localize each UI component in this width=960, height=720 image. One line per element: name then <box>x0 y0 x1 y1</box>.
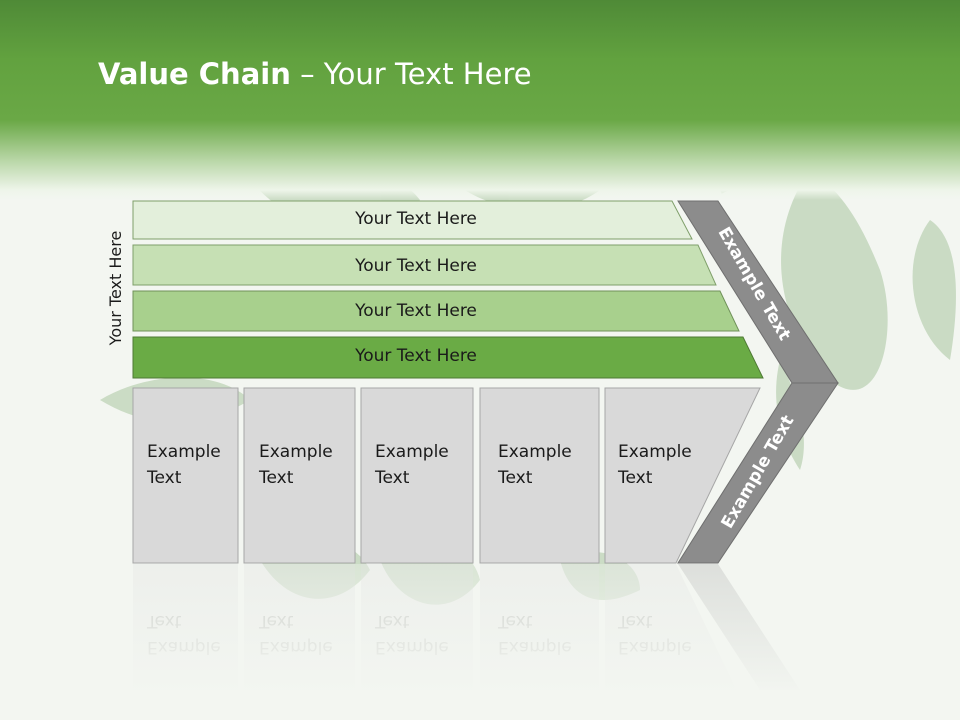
side-label: Your Text Here <box>106 230 125 346</box>
box-3-shape[interactable] <box>360 387 474 564</box>
chevron-lower-shape[interactable] <box>677 382 839 564</box>
bar-1-shape[interactable] <box>132 200 693 240</box>
bar-3-shape[interactable] <box>132 290 740 332</box>
bar-4-shape[interactable] <box>132 336 764 379</box>
box-1-shape[interactable] <box>132 387 239 564</box>
bar-4-label: Your Text Here <box>355 346 477 366</box>
bar-2-label: Your Text Here <box>355 256 477 276</box>
box-4-label: Example Text <box>498 442 572 488</box>
box-3-label: Example Text <box>375 442 449 488</box>
box-2-label: Example Text <box>259 442 333 488</box>
box-1-label: Example Text <box>147 442 221 488</box>
box-2-shape[interactable] <box>243 387 356 564</box>
box-5-label: Example Text <box>618 442 692 488</box>
bar-3-label: Your Text Here <box>355 301 477 321</box>
bar-2-shape[interactable] <box>132 244 717 286</box>
reflection-fade <box>0 564 960 720</box>
box-4-shape[interactable] <box>479 387 600 564</box>
title-bold: Value Chain <box>98 57 291 91</box>
box-5-shape[interactable] <box>604 387 761 564</box>
header-band <box>0 0 960 200</box>
bar-1-label: Your Text Here <box>355 209 477 229</box>
title-rest: – Your Text Here <box>290 57 532 91</box>
slide-title: Value Chain – Your Text Here <box>98 52 532 96</box>
